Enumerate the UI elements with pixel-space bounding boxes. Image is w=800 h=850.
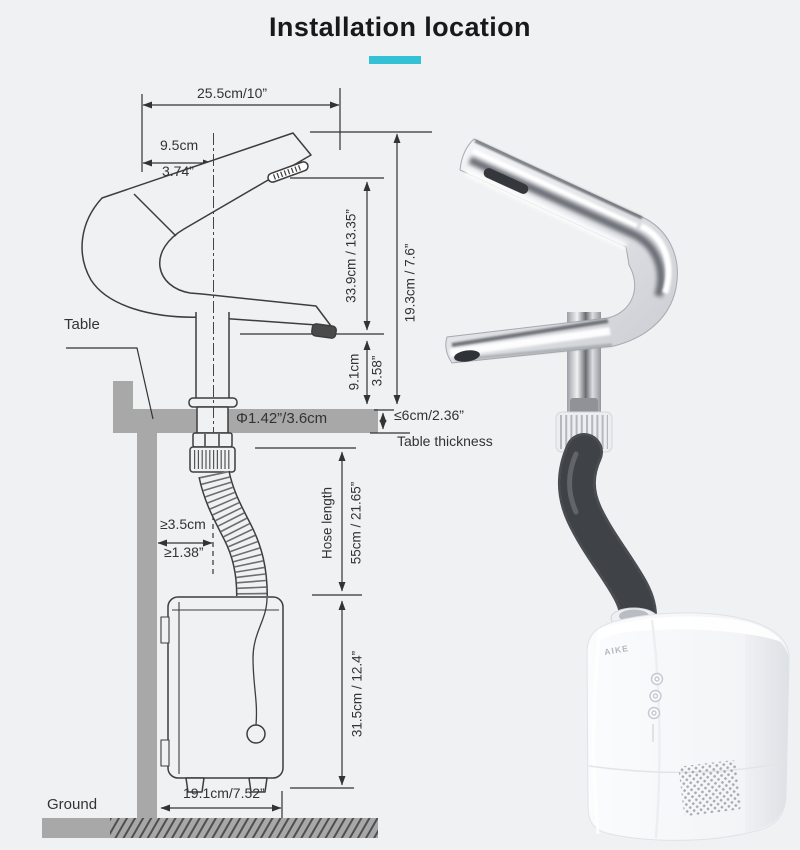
- table-label: Table: [64, 316, 100, 333]
- dim-side-clearance-in: ≥1.38”: [164, 544, 204, 560]
- dim-unit-width: 19.1cm/7.52”: [183, 785, 265, 801]
- air-outlet-slot: [483, 168, 529, 194]
- hose-length-label: Hose length: [319, 486, 335, 560]
- dim-spout-height: 33.9cm / 13.35”: [343, 209, 359, 303]
- dim-side-clearance-cm: ≥3.5cm: [160, 516, 206, 532]
- table-thickness-label: Table thickness: [397, 433, 493, 449]
- dim-outlet-height: 19.3cm / 7.6”: [402, 243, 418, 323]
- dim-spout-depth-cm: 9.5cm: [160, 137, 199, 153]
- dim-hose-length: 55cm / 21.65”: [348, 481, 364, 565]
- unit-control-buttons: [647, 672, 664, 720]
- vent-grid: [678, 759, 742, 817]
- dim-unit-height: 31.5cm / 12.4”: [349, 650, 365, 738]
- dim-table-thickness: ≤6cm/2.36”: [394, 407, 464, 423]
- water-outlet: [454, 350, 480, 362]
- dim-body-height-in: 3.58”: [369, 355, 385, 387]
- dim-spout-depth-in: 3.74”: [162, 163, 194, 179]
- page-title: Installation location: [269, 12, 531, 42]
- dim-body-height-cm: 9.1cm: [346, 353, 362, 391]
- title-accent-bar: [369, 56, 421, 64]
- ground-cross-section: [42, 818, 378, 838]
- faucet-outline-drawing: [81, 132, 337, 473]
- dim-hole-diameter: Φ1.42”/3.6cm: [236, 410, 328, 427]
- hose-outline-drawing: [198, 470, 268, 597]
- ground-label: Ground: [47, 796, 98, 813]
- hose-photo: [557, 433, 657, 635]
- dim-top-width: 25.5cm/10”: [197, 85, 268, 101]
- dimension-lines: [66, 88, 432, 818]
- table-cross-section: [113, 381, 378, 819]
- dryer-unit-outline-drawing: [160, 596, 284, 793]
- faucet-photo: [445, 138, 678, 453]
